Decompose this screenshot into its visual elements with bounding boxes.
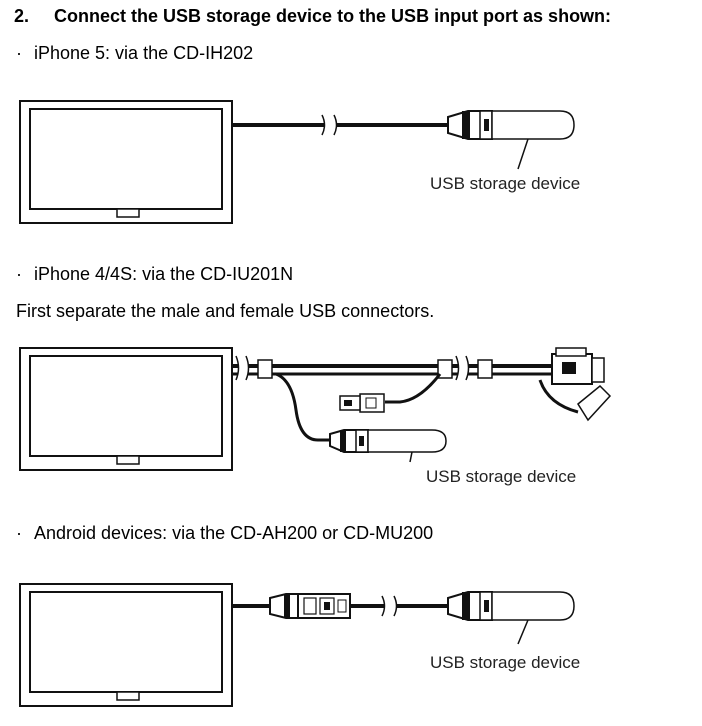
cable — [232, 114, 448, 136]
bullet-dot: · — [16, 264, 22, 284]
step-heading: 2. Connect the USB storage device to the … — [14, 6, 611, 27]
callout-label: USB storage device — [426, 467, 576, 486]
step-number: 2. — [14, 6, 30, 26]
section-iphone4-note: First separate the male and female USB c… — [16, 301, 435, 321]
callout-leader — [517, 138, 529, 170]
callout-leader — [409, 451, 413, 463]
callout-leader — [517, 619, 529, 645]
section-text: Android devices: via the CD-AH200 or CD-… — [34, 523, 434, 543]
section-iphone5-label: · iPhone 5: via the CD-IH202 — [16, 43, 253, 64]
usb-storage-device — [491, 110, 575, 140]
cable — [232, 593, 299, 619]
head-unit — [19, 347, 233, 471]
male-usb-connector — [339, 373, 442, 413]
usb-storage-device — [367, 429, 447, 453]
head-unit — [19, 100, 233, 224]
android-connection-diagram: USB storage device — [19, 583, 580, 707]
dock-connector — [538, 347, 612, 422]
iphone4-connection-diagram: USB storage device — [19, 347, 612, 486]
bullet-dot: · — [16, 523, 22, 543]
callout-label: USB storage device — [430, 653, 580, 672]
bullet-dot: · — [16, 43, 22, 63]
usb-connector — [447, 110, 493, 140]
head-unit — [19, 583, 233, 707]
callout-label: USB storage device — [430, 174, 580, 193]
adapter-connector — [297, 593, 351, 619]
usb-storage-device — [491, 591, 575, 621]
usb-connector — [447, 591, 493, 621]
iphone5-connection-diagram: USB storage device — [19, 100, 580, 224]
section-android-label: · Android devices: via the CD-AH200 or CD… — [16, 523, 433, 544]
female-usb-connector — [275, 372, 369, 453]
section-text: iPhone 4/4S: via the CD-IU201N — [34, 264, 294, 284]
extension-cable — [350, 595, 448, 617]
cable-bundle — [232, 355, 552, 381]
section-text: iPhone 5: via the CD-IH202 — [34, 43, 254, 63]
step-text: Connect the USB storage device to the US… — [54, 6, 612, 26]
section-iphone4-label: · iPhone 4/4S: via the CD-IU201N — [16, 264, 293, 285]
